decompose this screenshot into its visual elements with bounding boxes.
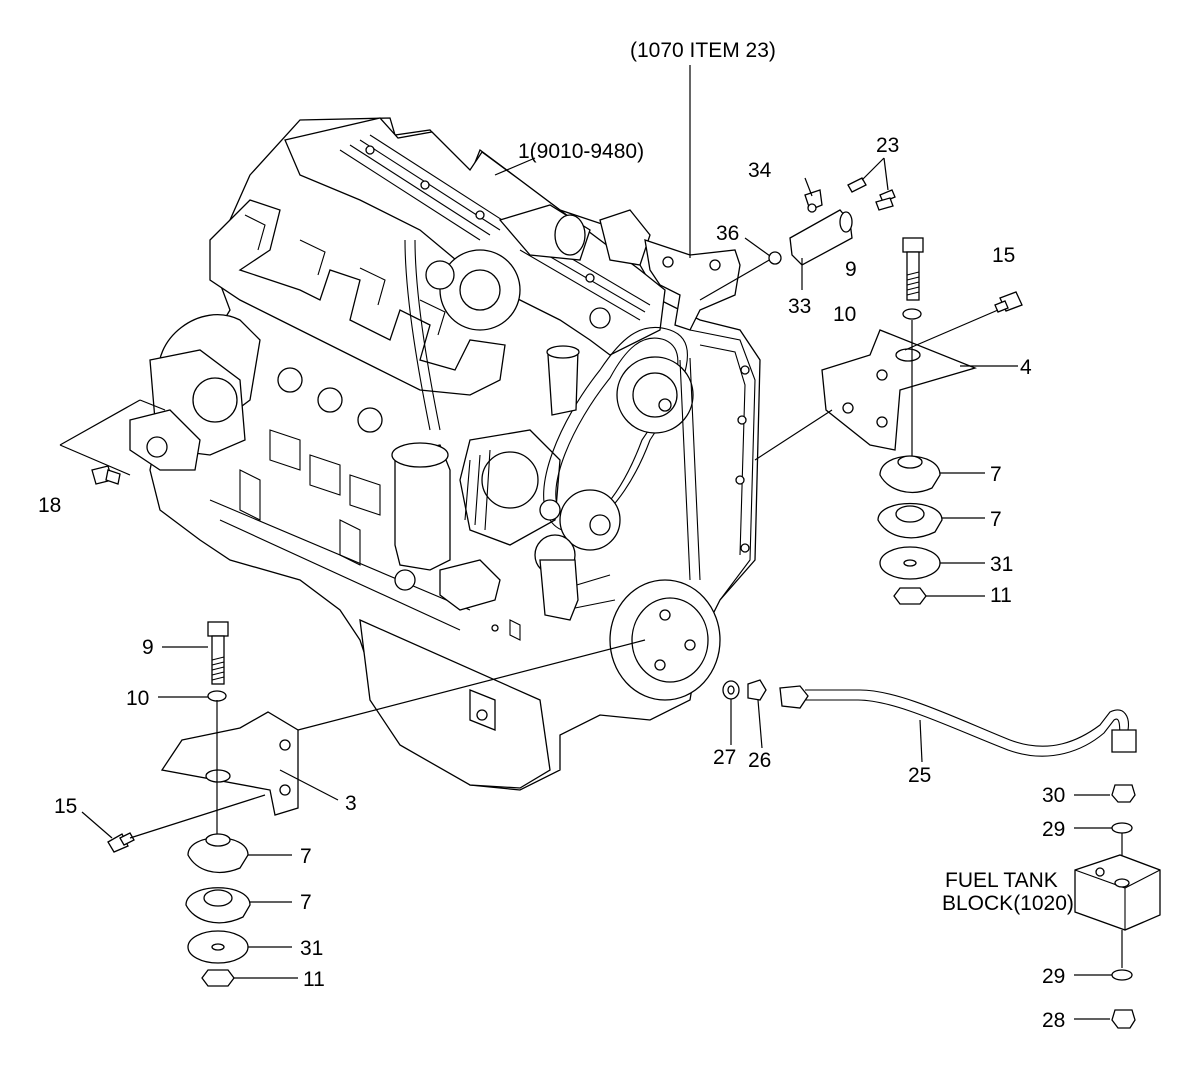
flywheel-bolt bbox=[59, 399, 166, 485]
label-part-26: 26 bbox=[748, 749, 771, 772]
label-part-23: 23 bbox=[876, 134, 899, 157]
label-part-3: 3 bbox=[345, 792, 357, 815]
part-labels: (1070 ITEM 23) 1(9010-9480) 23 34 36 33 … bbox=[38, 39, 1074, 1032]
label-part-34: 34 bbox=[748, 159, 772, 182]
engine-lifting-bracket bbox=[644, 65, 779, 331]
left-engine-mount bbox=[81, 621, 646, 987]
label-part-11-right: 11 bbox=[990, 584, 1012, 607]
label-part-7-left-a: 7 bbox=[300, 845, 312, 868]
label-fuel-tank-block: BLOCK(1020) bbox=[942, 892, 1074, 915]
label-part-1: 1(9010-9480) bbox=[518, 140, 644, 163]
fuel-tank-block bbox=[1074, 784, 1161, 1029]
label-part-11-left: 11 bbox=[303, 968, 325, 991]
leader-4 bbox=[754, 409, 833, 461]
label-part-29-top: 29 bbox=[1042, 818, 1065, 841]
label-ref-1070: (1070 ITEM 23) bbox=[630, 39, 776, 62]
label-part-29-bottom: 29 bbox=[1042, 965, 1065, 988]
label-part-25: 25 bbox=[908, 764, 931, 787]
label-part-15-left: 15 bbox=[54, 795, 77, 818]
label-part-30: 30 bbox=[1042, 784, 1065, 807]
label-part-15-right: 15 bbox=[992, 244, 1015, 267]
label-part-31-right: 31 bbox=[990, 553, 1013, 576]
label-part-10-left: 10 bbox=[126, 687, 149, 710]
leader-1 bbox=[494, 157, 536, 176]
label-part-9-right: 9 bbox=[845, 258, 857, 281]
label-part-4: 4 bbox=[1020, 356, 1032, 379]
engine-assembly bbox=[129, 117, 761, 791]
label-part-7-right-b: 7 bbox=[990, 508, 1002, 531]
right-engine-mount bbox=[821, 237, 1023, 605]
label-part-7-right-a: 7 bbox=[990, 463, 1002, 486]
label-part-18: 18 bbox=[38, 494, 61, 517]
label-part-9-left: 9 bbox=[142, 636, 154, 659]
label-part-27: 27 bbox=[713, 746, 736, 769]
fuel-line bbox=[722, 679, 1137, 763]
label-fuel-tank: FUEL TANK bbox=[945, 869, 1058, 892]
label-part-7-left-b: 7 bbox=[300, 891, 312, 914]
label-part-31-left: 31 bbox=[300, 937, 323, 960]
label-part-36: 36 bbox=[716, 222, 739, 245]
label-part-33: 33 bbox=[788, 295, 811, 318]
label-part-10-right: 10 bbox=[833, 303, 856, 326]
fuel-filter-fittings bbox=[744, 157, 896, 290]
label-part-28: 28 bbox=[1042, 1009, 1065, 1032]
